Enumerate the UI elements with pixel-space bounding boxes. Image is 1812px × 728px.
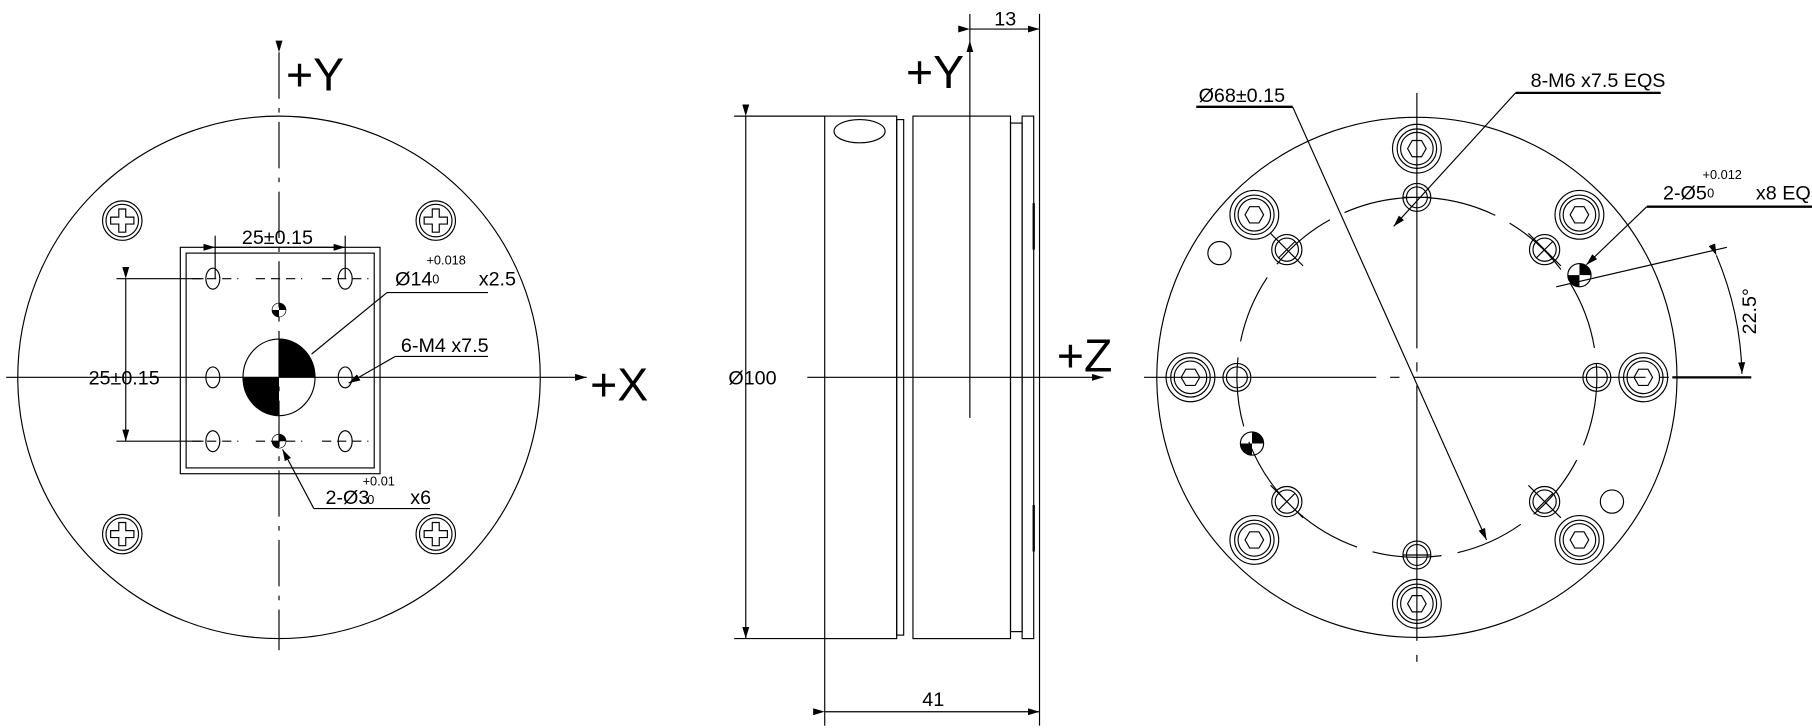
svg-text:x6: x6 (410, 487, 431, 509)
center-bore (242, 338, 316, 417)
svg-text:x8 EQS: x8 EQS (1756, 183, 1812, 205)
cable-port (833, 119, 886, 144)
svg-text:Ø14: Ø14 (395, 269, 432, 291)
svg-text:0: 0 (432, 271, 439, 286)
svg-text:6-M4 x7.5: 6-M4 x7.5 (401, 335, 489, 357)
axis-y-label: +Y (286, 49, 344, 101)
pin-hole-icon (1239, 431, 1265, 456)
svg-text:+0.012: +0.012 (1703, 167, 1742, 182)
svg-text:+0.01: +0.01 (363, 473, 395, 488)
axis-z-label: +Z (1057, 330, 1112, 382)
crossed-hole-icon (1527, 484, 1562, 519)
svg-text:Ø100: Ø100 (728, 367, 776, 389)
pin-callout: 2-Ø3 +0.01 0 x6 (281, 449, 431, 510)
svg-text:0: 0 (367, 492, 374, 507)
svg-text:8-M6 x7.5 EQS: 8-M6 x7.5 EQS (1531, 70, 1666, 92)
svg-text:0: 0 (1707, 185, 1714, 200)
svg-text:41: 41 (922, 689, 944, 711)
thread-callout: 6-M4 x7.5 (348, 335, 489, 384)
back-view: Ø68±0.15 8-M6 x7.5 EQS 2-Ø5 +0.012 0 x8 … (1144, 70, 1812, 662)
m6-holes (1222, 182, 1612, 570)
pin-callout: 2-Ø5 +0.012 0 x8 EQS (1585, 167, 1812, 266)
axis-x-label: +X (590, 359, 648, 411)
angle-dimension: 22.5° (1556, 243, 1761, 379)
counterbore-bolt-icon (1554, 189, 1605, 240)
screw-icon (101, 513, 143, 555)
counterbore-bolt-icon (1229, 514, 1280, 565)
screw-icon (415, 200, 457, 241)
svg-text:2-Ø5: 2-Ø5 (1663, 183, 1707, 205)
svg-text:22.5°: 22.5° (1739, 288, 1761, 334)
dim-41: 41 (813, 638, 1040, 726)
crossed-hole-icon (1270, 232, 1304, 267)
svg-text:25±0.15: 25±0.15 (242, 227, 313, 249)
screw-icon (101, 200, 143, 241)
screw-icon (415, 513, 457, 555)
front-view: +Y +X 25±0.15 (6, 40, 648, 651)
pitch-circle-callout: Ø68±0.15 (1196, 85, 1488, 541)
adapter-plate-inner (185, 252, 375, 469)
counterbore-bolt-icon (1229, 189, 1280, 240)
svg-text:+0.018: +0.018 (426, 253, 465, 268)
plain-hole (1207, 240, 1232, 266)
dim-13: 13 (958, 9, 1041, 726)
svg-text:2-Ø3: 2-Ø3 (325, 487, 369, 509)
svg-text:13: 13 (994, 9, 1016, 31)
crossed-hole-icon (1527, 232, 1562, 267)
bore-callout: Ø14 +0.018 0 x2.5 (311, 253, 516, 355)
svg-text:x2.5: x2.5 (479, 269, 516, 291)
svg-text:Ø68±0.15: Ø68±0.15 (1199, 85, 1286, 107)
plain-hole (1599, 489, 1625, 514)
counterbore-bolt-icon (1554, 514, 1605, 565)
side-view: +Y +Z Ø100 13 41 (728, 9, 1112, 726)
crossed-hole-icon (1270, 484, 1304, 519)
dim-horizontal-25: 25±0.15 (203, 227, 346, 279)
dim-diameter-100: Ø100 (728, 104, 825, 640)
m6-callout: 8-M6 x7.5 EQS (1393, 70, 1666, 227)
svg-text:25±0.15: 25±0.15 (89, 367, 160, 389)
axis-y-label: +Y (906, 46, 964, 98)
dim-vertical-25: 25±0.15 (89, 267, 204, 442)
